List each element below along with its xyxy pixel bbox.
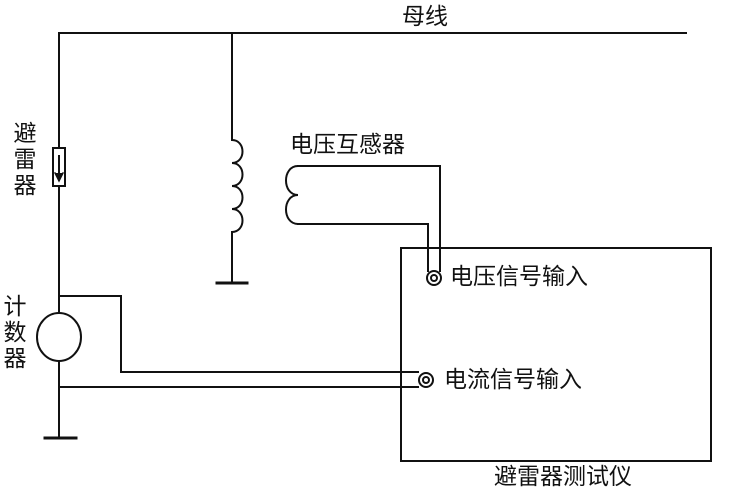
busbar-label: 母线 xyxy=(402,4,448,30)
counter-symbol xyxy=(37,313,81,361)
voltage-input-terminal-core xyxy=(431,275,437,281)
current-input-label: 电流信号输入 xyxy=(444,367,582,393)
current-input-terminal-core xyxy=(423,377,429,383)
voltage-transformer-label: 电压互感器 xyxy=(290,132,405,158)
arrester-symbol xyxy=(53,148,65,186)
arrester-label: 避雷器 xyxy=(13,121,37,199)
counter-label: 计数器 xyxy=(3,294,27,372)
voltage-input-label: 电压信号输入 xyxy=(450,264,588,290)
vt-secondary-coil xyxy=(286,166,298,224)
tester-label: 避雷器测试仪 xyxy=(494,464,632,490)
vt-primary-coil xyxy=(232,140,243,232)
tester-box xyxy=(401,248,711,461)
voltage-input-terminal xyxy=(427,271,441,285)
current-input-terminal xyxy=(419,373,433,387)
